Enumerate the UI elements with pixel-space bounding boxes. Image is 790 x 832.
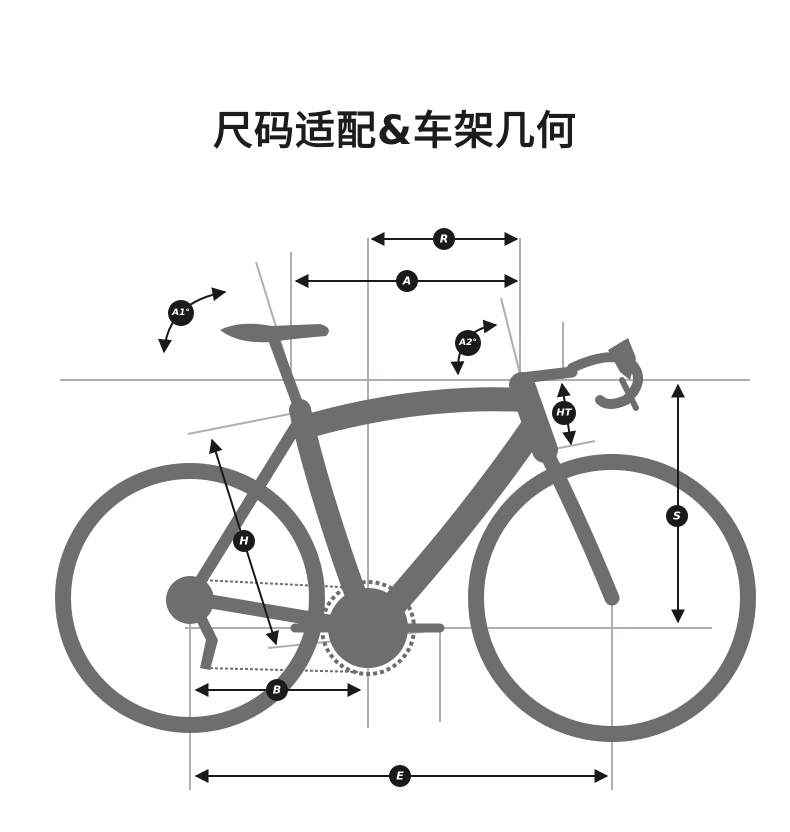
head-tube — [509, 372, 558, 463]
label-b-text: B — [273, 684, 281, 697]
label-e: E — [389, 765, 411, 787]
rear-derailleur — [192, 612, 218, 670]
label-ht: HT — [552, 401, 576, 425]
label-r-text: R — [440, 233, 448, 246]
label-badges: R A A1° A2° HT H S B — [168, 228, 688, 787]
label-h: H — [233, 530, 255, 552]
saddle — [220, 323, 329, 343]
label-a2: A2° — [455, 330, 481, 356]
front-wheel — [468, 454, 756, 742]
handlebar — [567, 352, 643, 409]
label-a1-text: A1° — [171, 308, 190, 318]
rear-wheel — [55, 463, 325, 733]
fork — [537, 442, 620, 606]
brake-hood — [608, 338, 636, 380]
front-hub — [605, 591, 619, 605]
top-tube — [300, 387, 537, 437]
chain-lower — [204, 667, 361, 673]
chain-upper — [199, 579, 361, 589]
label-a-text: A — [402, 275, 412, 288]
label-e-text: E — [396, 770, 404, 783]
page-title: 尺码适配&车架几何 — [213, 108, 577, 154]
bicycle — [55, 323, 756, 742]
down-tube — [367, 412, 548, 633]
label-b: B — [266, 679, 288, 701]
brake-lever — [619, 377, 639, 411]
label-ht-text: HT — [556, 408, 572, 419]
guide-lines — [60, 238, 750, 790]
label-h-text: H — [239, 535, 248, 548]
label-a1: A1° — [168, 300, 194, 326]
label-s-text: S — [673, 510, 681, 523]
seatpost — [266, 329, 306, 416]
label-a: A — [396, 270, 418, 292]
label-a2-text: A2° — [458, 338, 477, 348]
label-r: R — [433, 228, 455, 250]
stem — [516, 366, 578, 384]
head-angle-line — [500, 297, 523, 383]
label-s: S — [666, 505, 688, 527]
